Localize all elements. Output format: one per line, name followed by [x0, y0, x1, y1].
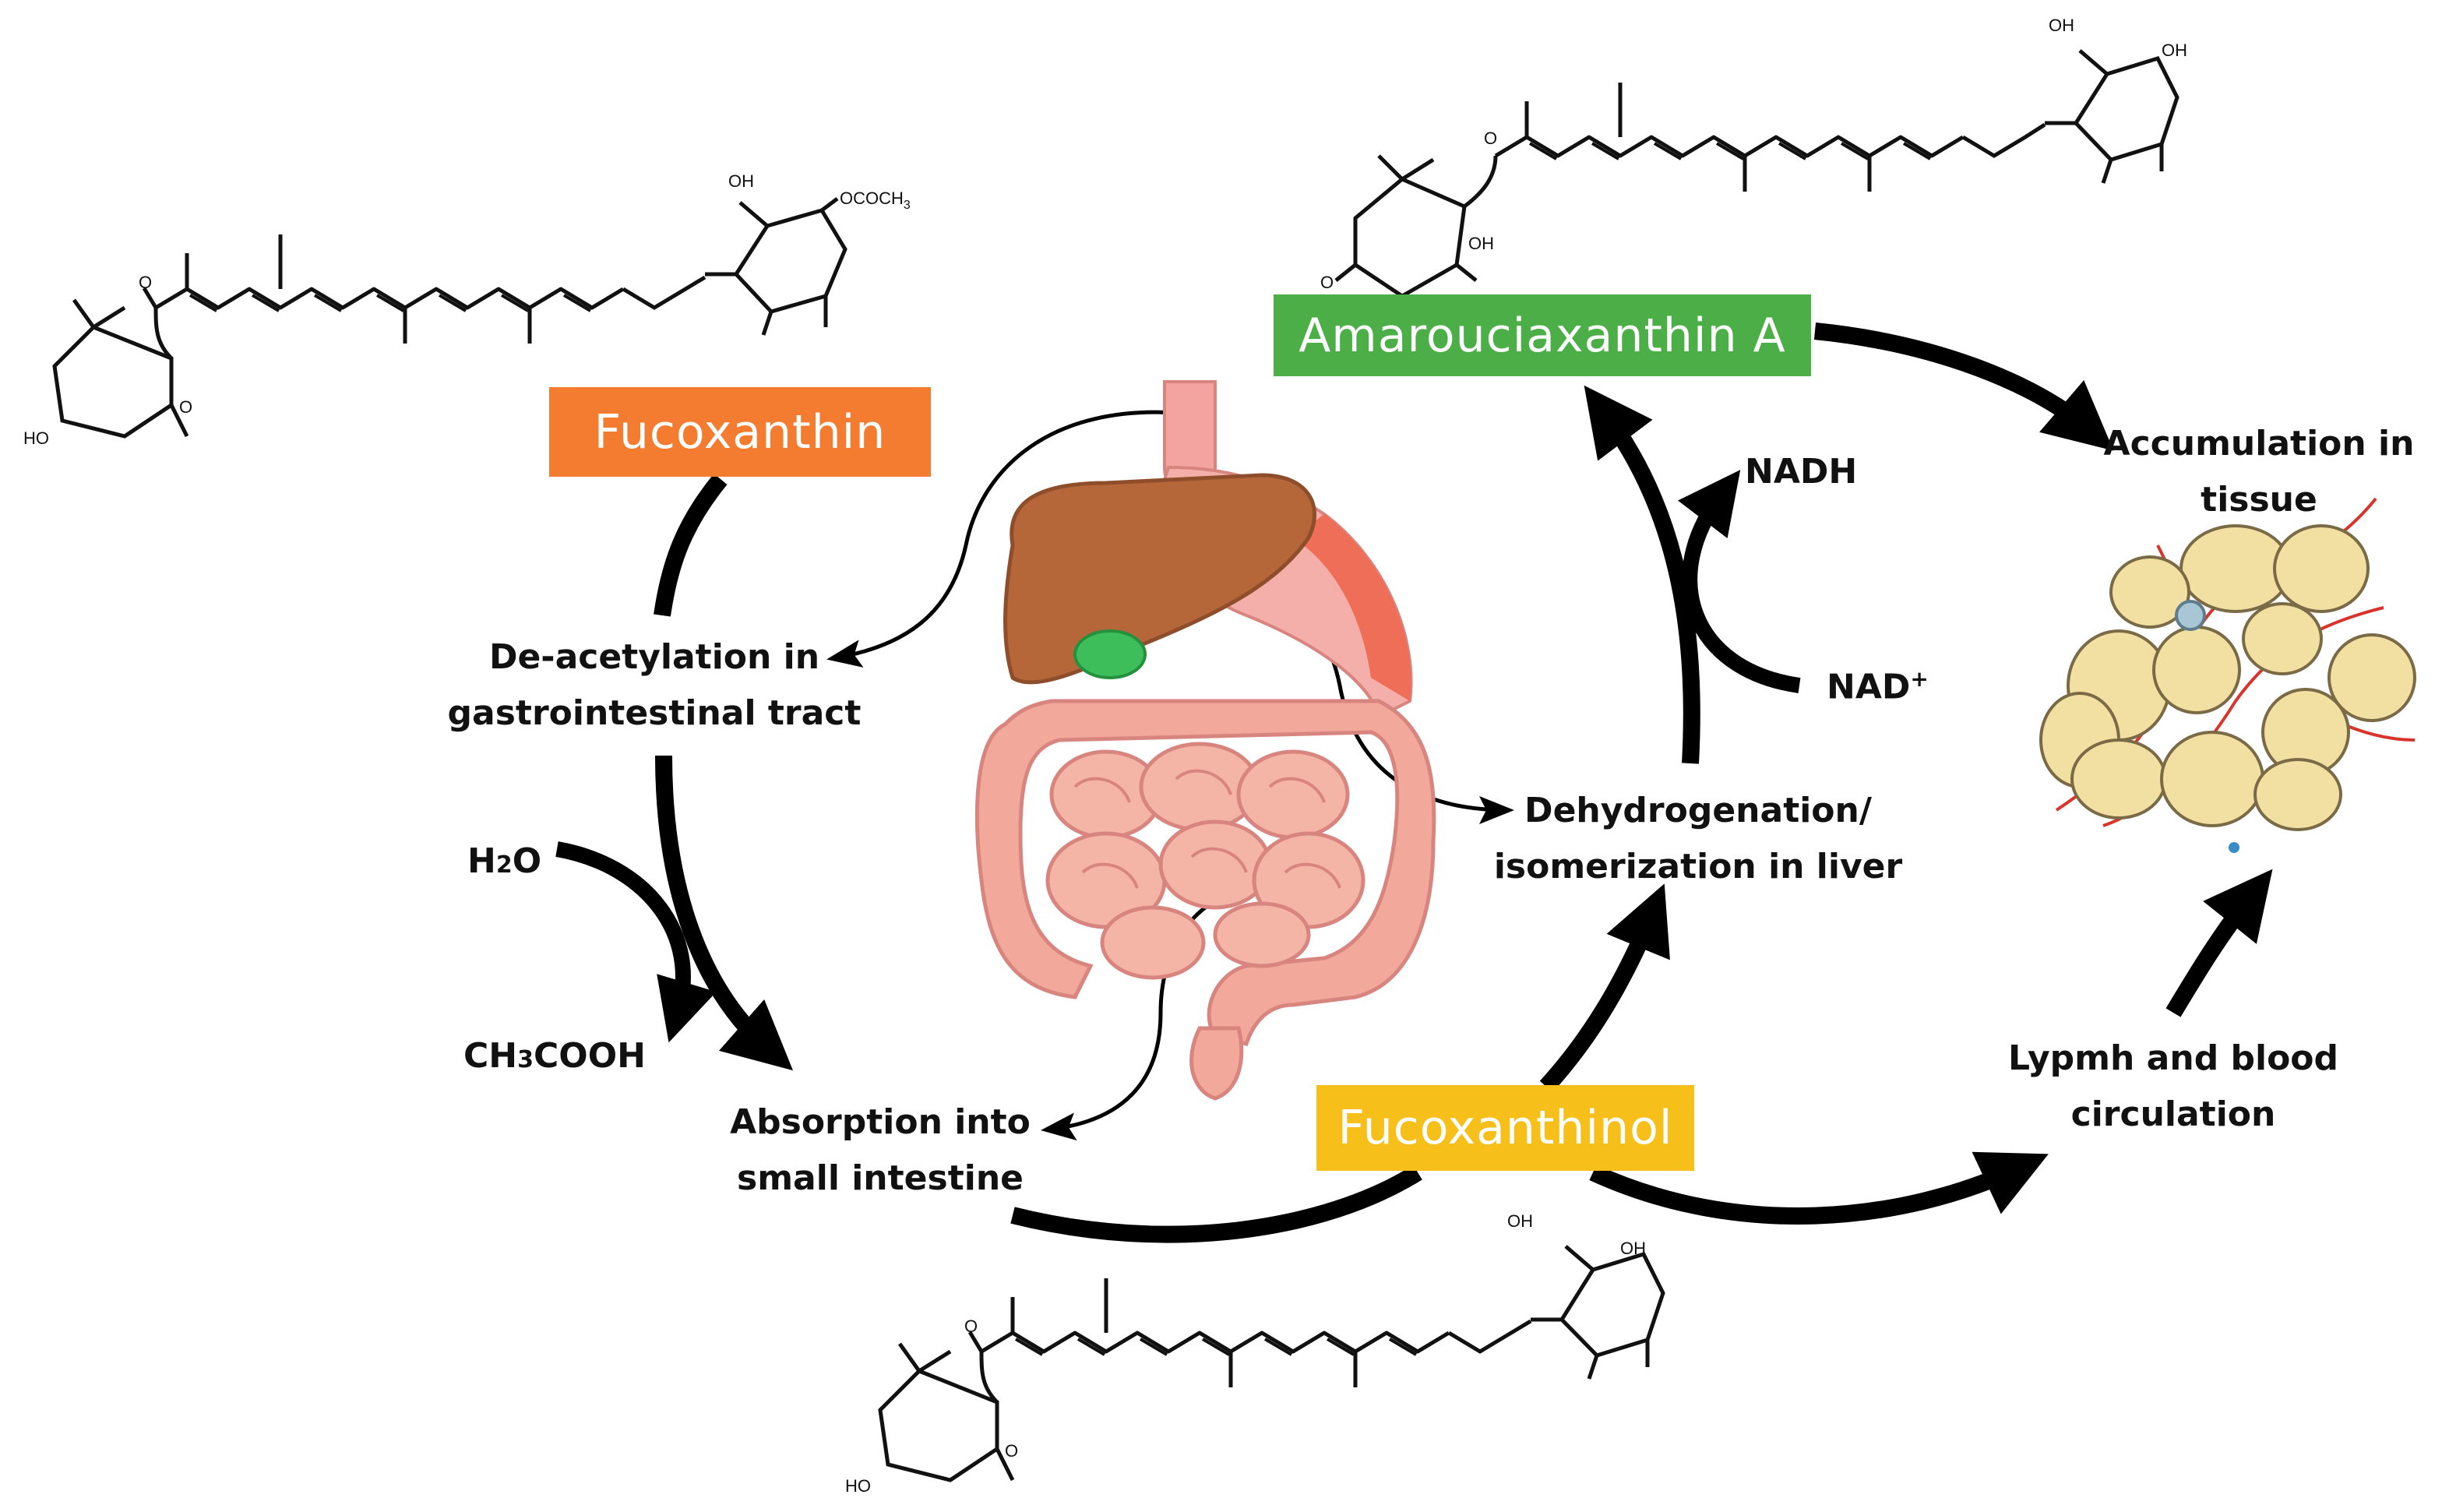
amarouciaxanthin-structure: O OH O OH OH	[1320, 16, 2187, 298]
fucoxanthin-epoxy-o: O	[179, 397, 192, 417]
fucoxanthin-keto-o: O	[139, 273, 152, 292]
fucoxanthin-oh: OH	[728, 171, 754, 191]
fucoxanthinol-label: Fucoxanthinol	[1337, 1101, 1673, 1155]
fucoxanthinol-oh-2: OH	[1620, 1239, 1646, 1258]
arrow-fucoxanthinol-to-dehydrogenation	[1539, 883, 1670, 1093]
cofactor-nadh: NADH	[1745, 452, 1858, 492]
arrow-water-to-acetic-acid	[555, 841, 717, 1043]
amarouciaxanthin-oh-1: OH	[2049, 16, 2074, 35]
fucoxanthinol-ho: HO	[845, 1476, 871, 1496]
digestive-system-illustration	[974, 380, 1436, 1101]
arrow-circulation-to-accumulation	[2165, 869, 2273, 1017]
arrow-fucoxanthin-to-deacetylation	[654, 474, 728, 617]
arrow-deacetylation-to-absorption	[655, 755, 793, 1071]
pointer-intestine-to-absorption	[1041, 886, 1255, 1141]
fucoxanthin-label: Fucoxanthin	[594, 404, 886, 460]
fucoxanthin-ho: HO	[23, 428, 49, 448]
amarouciaxanthin-label: Amarouciaxanthin A	[1299, 308, 1786, 363]
cofactor-acetic-acid: CH3COOH	[463, 1036, 646, 1076]
arrow-nad-to-nadh	[1677, 470, 1801, 693]
amarouciaxanthin-oh-ring: OH	[1468, 234, 1494, 253]
amarouciaxanthin-oh-2: OH	[2162, 41, 2187, 60]
cofactor-nad: NAD+	[1827, 666, 1929, 707]
fucoxanthinol-epoxy-o: O	[1005, 1441, 1018, 1461]
amarouciaxanthin-box: Amarouciaxanthin A	[1274, 294, 1811, 376]
step-dehydrogenation: Dehydrogenation/isomerization in liver	[1493, 791, 1903, 886]
arrow-dehydrogenation-to-amarouciaxanthin	[1584, 385, 1700, 764]
amarouciaxanthin-ring-o: O	[1320, 273, 1334, 292]
arrow-amarouciaxanthin-to-accumulation	[1813, 322, 2114, 451]
fucoxanthinol-oh-1: OH	[1507, 1211, 1533, 1231]
fucoxanthinol-structure: O O HO OH OH	[845, 1211, 1665, 1496]
cofactor-water: H2O	[467, 841, 542, 881]
arrow-absorption-to-fucoxanthinol	[1010, 1165, 1422, 1243]
amarouciaxanthin-keto-o: O	[1484, 129, 1497, 148]
adipose-tissue-illustration	[2039, 497, 2416, 853]
fucoxanthinol-box: Fucoxanthinol	[1316, 1085, 1694, 1171]
fucoxanthin-ococh3: OCOCH3	[840, 189, 911, 212]
arrow-fucoxanthinol-to-circulation	[1589, 1151, 2049, 1225]
fucoxanthinol-keto-o: O	[964, 1316, 978, 1336]
fucoxanthin-structure: O O HO OH OCOCH3	[23, 171, 911, 448]
fucoxanthin-box: Fucoxanthin	[549, 387, 931, 477]
pointer-stomach-to-deacetylation	[826, 410, 1177, 668]
